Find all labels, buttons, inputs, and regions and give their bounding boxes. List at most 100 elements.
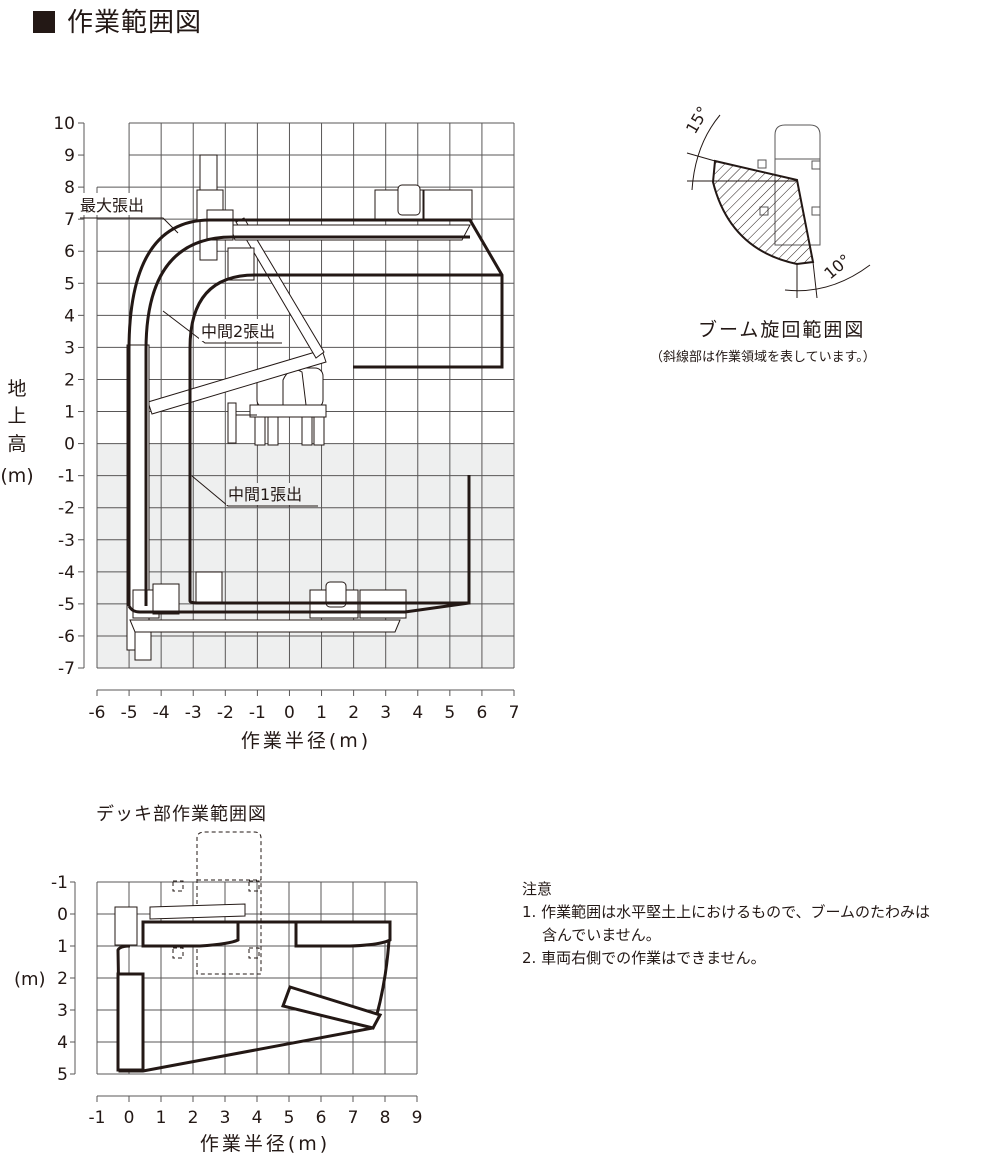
outrigger-marker — [811, 160, 821, 170]
svg-text:4: 4 — [57, 1033, 68, 1053]
svg-text:2: 2 — [188, 1108, 199, 1128]
svg-text:8: 8 — [380, 1108, 391, 1128]
svg-text:8: 8 — [64, 178, 75, 198]
deck-basket-rear — [116, 972, 145, 1072]
deck-x-axis-label: 作業半径(m) — [200, 1133, 330, 1155]
notes: 注意 1. 作業範囲は水平堅土上におけるもので、ブームのたわみは 含んでいません… — [522, 878, 930, 970]
svg-text:4: 4 — [412, 703, 423, 723]
svg-text:1: 1 — [156, 1108, 167, 1128]
label-bg — [78, 193, 156, 215]
svg-text:(m): (m) — [0, 465, 33, 487]
operator-seat — [325, 581, 347, 608]
vehicle-dashed-outline — [172, 831, 262, 975]
svg-text:0: 0 — [57, 905, 68, 925]
lower-boom — [147, 349, 327, 415]
svg-text:-1: -1 — [51, 873, 68, 893]
basket — [206, 209, 234, 241]
truck-wheel — [267, 416, 279, 446]
svg-text:-1: -1 — [58, 467, 75, 487]
svg-text:2: 2 — [348, 703, 359, 723]
svg-text:-3: -3 — [185, 703, 202, 723]
svg-text:6: 6 — [477, 703, 488, 723]
bottom-envelope-line — [127, 601, 470, 614]
working-area-hatched — [711, 159, 815, 266]
x-axis — [96, 689, 515, 696]
svg-text:0: 0 — [64, 435, 75, 455]
angle-arc-15 — [691, 114, 721, 191]
svg-text:9: 9 — [412, 1108, 423, 1128]
svg-text:5: 5 — [57, 1065, 68, 1085]
svg-text:6: 6 — [316, 1108, 327, 1128]
horizontal-boom-bottom — [129, 619, 401, 633]
turret — [114, 906, 138, 946]
turret — [282, 369, 307, 406]
svg-text:10: 10 — [53, 114, 75, 134]
svg-text:3: 3 — [380, 703, 391, 723]
mid1-bottom-line — [188, 475, 471, 605]
rotation-caption: ブーム旋回範囲図 （斜線部は作業領域を表しています。） — [650, 315, 950, 365]
svg-text:7: 7 — [509, 703, 520, 723]
svg-text:1: 1 — [57, 937, 68, 957]
svg-text:1: 1 — [64, 403, 75, 423]
mid2-extension-label: 中間2張出 — [201, 322, 275, 341]
basket — [195, 571, 223, 605]
svg-text:4: 4 — [252, 1108, 263, 1128]
svg-text:-1: -1 — [249, 703, 266, 723]
svg-text:-2: -2 — [217, 703, 234, 723]
basket — [152, 583, 180, 615]
svg-text:3: 3 — [64, 338, 75, 358]
svg-text:2: 2 — [57, 969, 68, 989]
deck-y-axis-ticks: -1 0 1 2 3 4 5 — [51, 873, 76, 1085]
svg-text:-7: -7 — [58, 659, 75, 679]
svg-text:3: 3 — [57, 1001, 68, 1021]
x-axis-label: 作業半径(m) — [241, 730, 371, 752]
truck-wheel — [313, 416, 325, 446]
boom-rotation-diagram: 15° 10° — [682, 103, 871, 299]
basket-bottom — [134, 631, 152, 661]
rotation-subtitle: （斜線部は作業領域を表しています。） — [650, 350, 876, 365]
svg-text:1: 1 — [316, 703, 327, 723]
outrigger-marker — [757, 159, 767, 169]
angle-arc-10 — [784, 264, 871, 292]
mid1-extension-line — [188, 273, 502, 601]
rotation-title: ブーム旋回範囲図 — [698, 319, 866, 341]
svg-text:-2: -2 — [58, 499, 75, 519]
range-envelopes — [127, 218, 504, 614]
y-axis-label: 地 上 高 (m) — [0, 378, 33, 487]
svg-text:-4: -4 — [58, 563, 75, 583]
page-title: 作業範囲図 — [33, 2, 202, 39]
svg-text:-5: -5 — [121, 703, 138, 723]
note-item: 2. 車両右側での作業はできません。 — [522, 949, 766, 967]
deck-chart-title: デッキ部作業範囲図 — [96, 804, 267, 825]
operator-seat — [397, 184, 421, 216]
deck-x-axis — [96, 1095, 418, 1102]
max-extension-line — [127, 218, 504, 606]
svg-text:高: 高 — [7, 433, 26, 455]
max-extension-label: 最大張出 — [80, 196, 144, 215]
svg-text:-6: -6 — [89, 703, 106, 723]
below-ground-area — [97, 443, 514, 668]
deck-grid — [96, 881, 418, 1075]
svg-text:2: 2 — [64, 370, 75, 390]
truck-wheel — [301, 416, 313, 446]
svg-text:-6: -6 — [58, 627, 75, 647]
deck-basket-right — [294, 920, 392, 948]
label-bg — [199, 319, 285, 341]
page-title-text: 作業範囲図 — [67, 8, 203, 38]
truck-wheel — [254, 416, 266, 446]
svg-text:-1: -1 — [89, 1108, 106, 1128]
deck-y-axis-label: (m) — [14, 969, 46, 990]
deck-basket-left — [141, 920, 240, 948]
svg-text:6: 6 — [64, 242, 75, 262]
leader-lines — [80, 217, 318, 507]
svg-text:9: 9 — [64, 146, 75, 166]
mid1-extension-label: 中間1張出 — [228, 485, 302, 504]
svg-text:-3: -3 — [58, 531, 75, 551]
outrigger-marker — [811, 206, 821, 216]
svg-text:0: 0 — [284, 703, 295, 723]
vehicle-outline — [774, 124, 821, 246]
svg-text:5: 5 — [444, 703, 455, 723]
